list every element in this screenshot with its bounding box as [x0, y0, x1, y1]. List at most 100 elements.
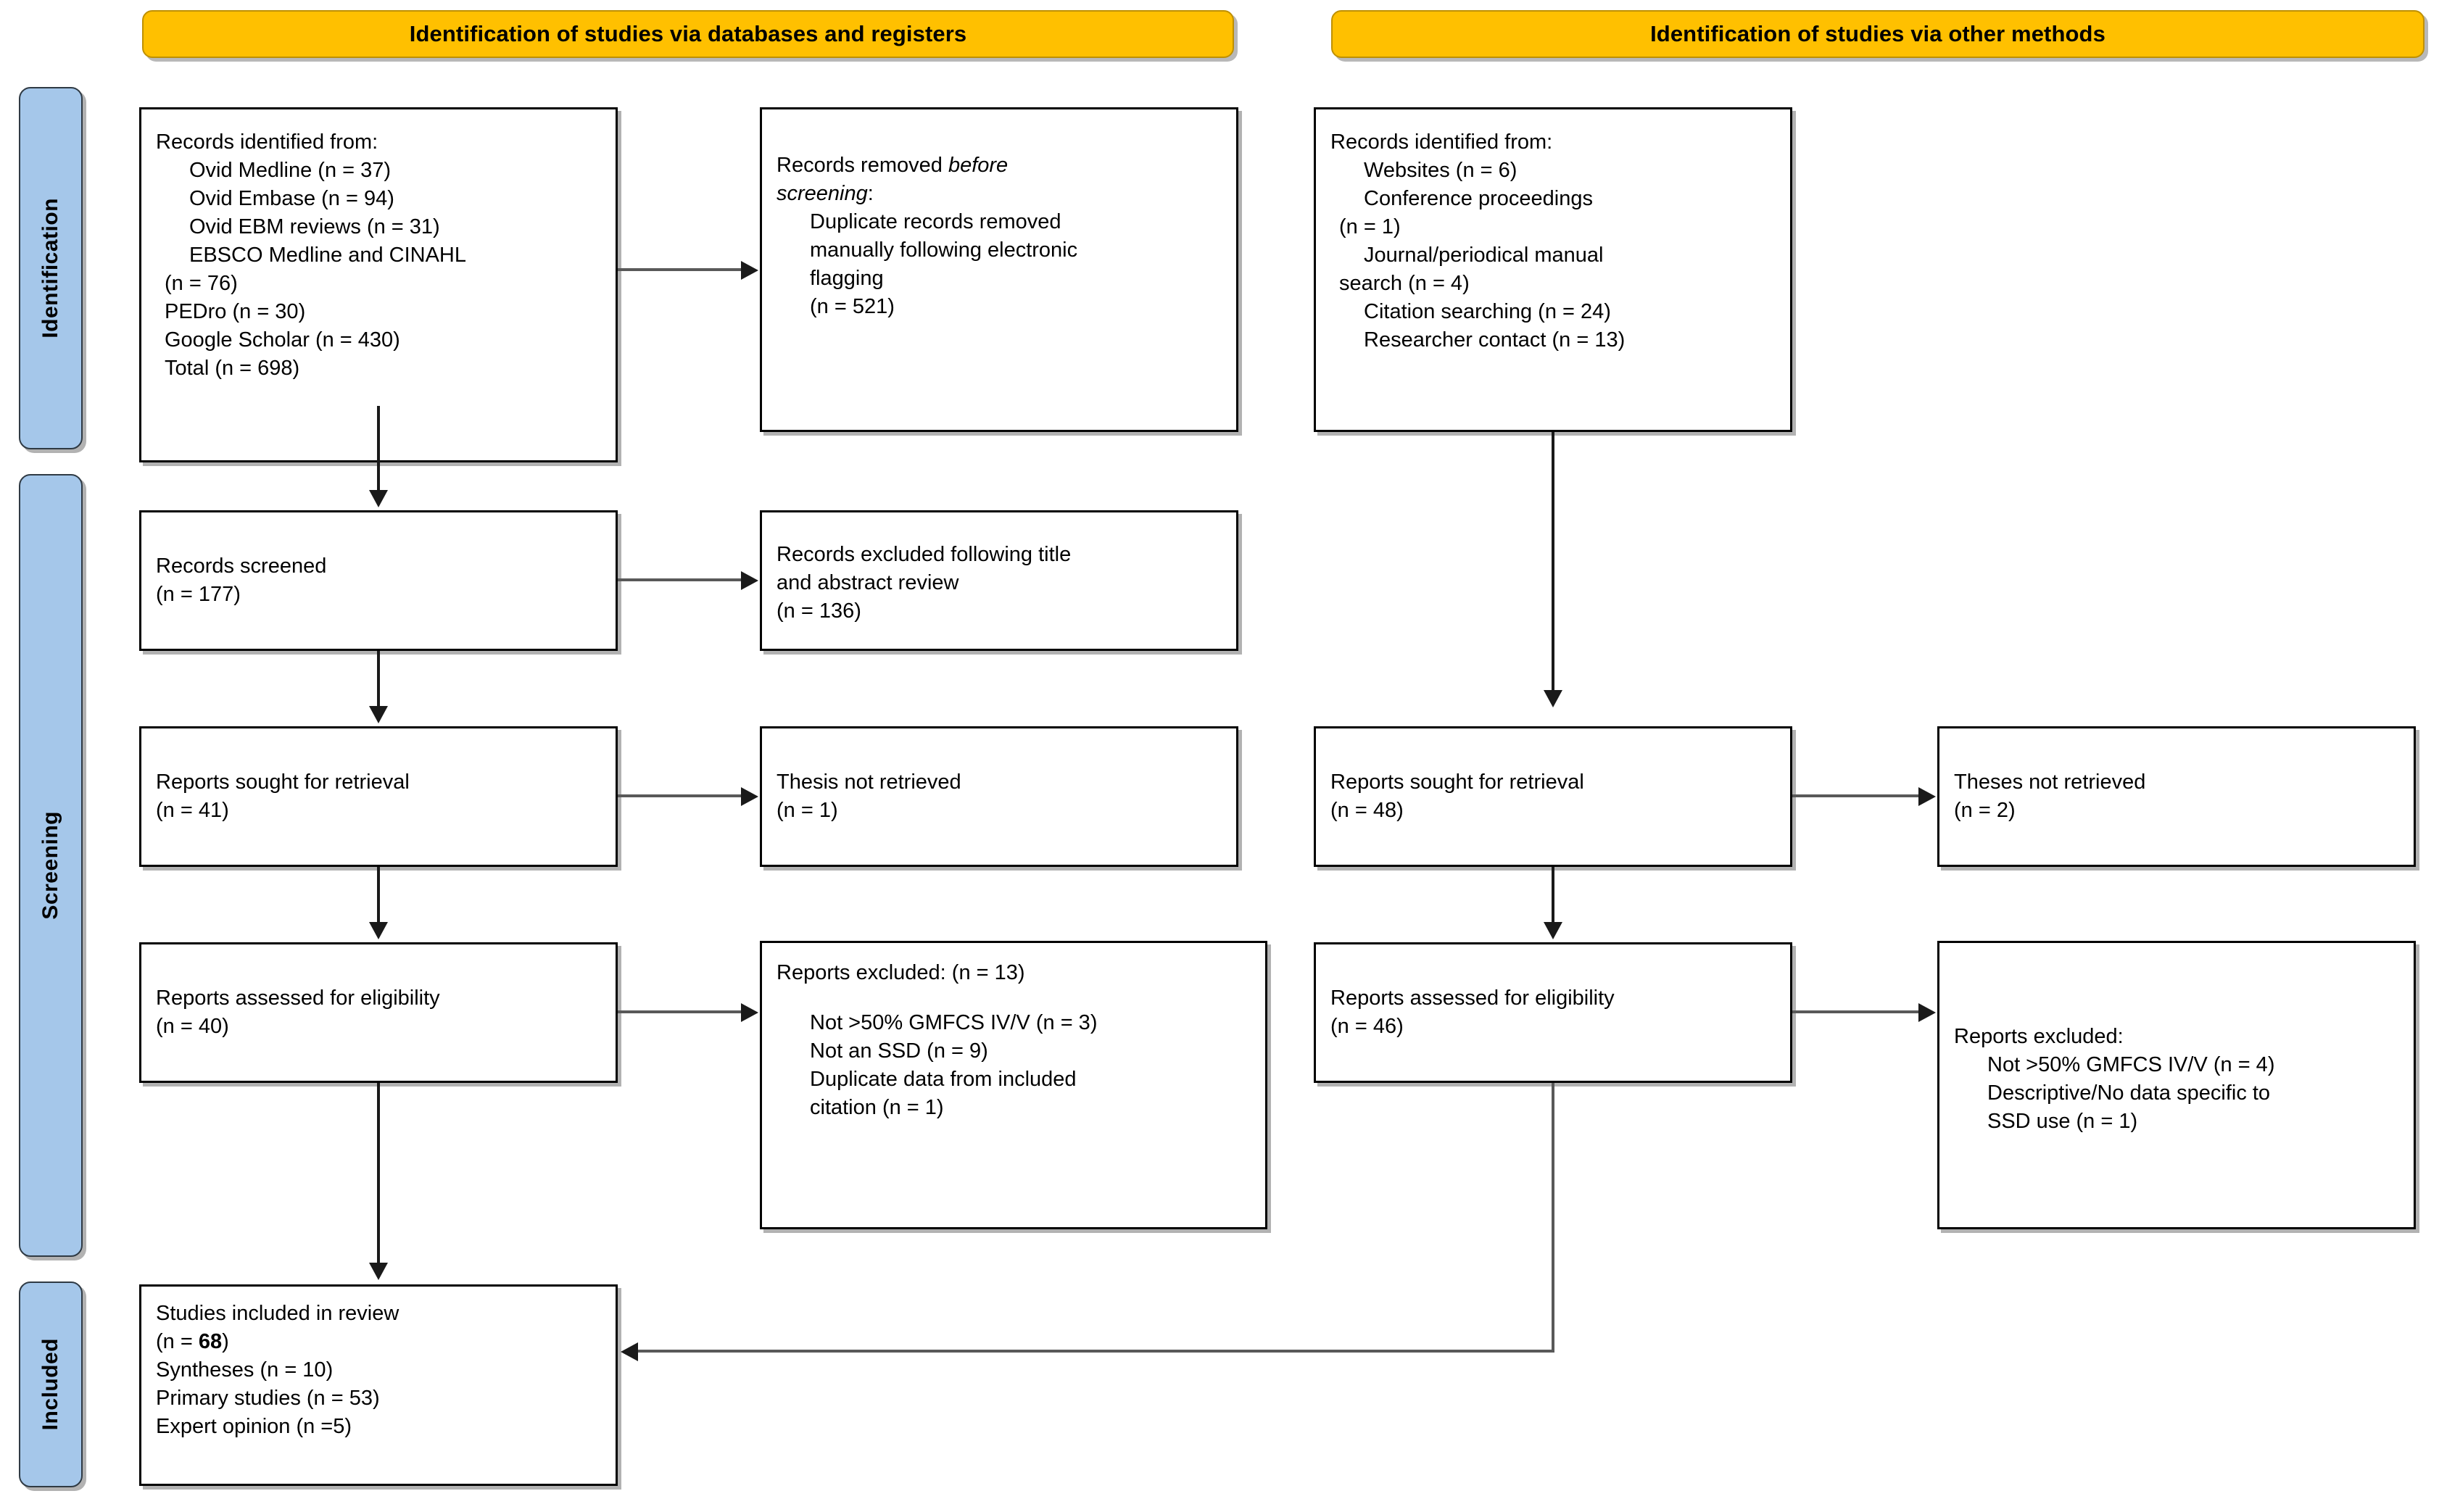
records-removed-line2-plain: : [867, 182, 874, 205]
banner-other-methods-label: Identification of studies via other meth… [1650, 21, 2105, 46]
arrowhead-identified-to-screened [369, 490, 388, 507]
records-excluded-line2: and abstract review [777, 570, 959, 594]
arrowhead-otherassessed-to-otherexcluded [1918, 1003, 1936, 1022]
records-removed-line1-italic: before [948, 154, 1009, 177]
box-reports-excluded-other: Reports excluded: Not >50% GMFCS IV/V (n… [1937, 941, 2416, 1229]
arrowhead-otheridentified-to-othersought [1544, 690, 1562, 707]
arrowhead-screened-to-excluded [741, 571, 758, 590]
records-excluded-line1: Records excluded following title [777, 542, 1072, 566]
records-identified-item-1: Ovid Embase (n = 94) [189, 187, 394, 210]
thesis-not-retrieved-line2: (n = 1) [777, 799, 838, 822]
connector-identified-to-removed [618, 268, 742, 271]
box-reports-sought-databases: Reports sought for retrieval (n = 41) [139, 726, 618, 867]
box-thesis-not-retrieved: Thesis not retrieved (n = 1) [760, 726, 1238, 867]
connector-sought-to-notretrieved [618, 794, 742, 797]
phase-tab-screening: Screening [19, 474, 83, 1257]
banner-databases-registers-label: Identification of studies via databases … [409, 21, 967, 46]
records-identified-item-6: Google Scholar (n = 430) [165, 328, 400, 352]
records-screened-line1: Records screened [156, 554, 327, 578]
reports-sought-db-line2: (n = 41) [156, 799, 229, 822]
reports-excluded-other-item-1: Descriptive/No data specific to [1987, 1081, 2271, 1105]
studies-included-line2-post: ) [222, 1330, 229, 1353]
phase-tab-identification: Identification [19, 87, 83, 449]
reports-excluded-other-item-0: Not >50% GMFCS IV/V (n = 4) [1987, 1053, 2275, 1076]
arrowhead-othersought-to-notretrieved [1918, 787, 1936, 806]
box-records-screened: Records screened (n = 177) [139, 510, 618, 651]
arrowhead-otherassessed-to-included [621, 1342, 638, 1361]
other-identified-item-4: search (n = 4) [1339, 272, 1470, 295]
connector-otheridentified-to-othersought [1552, 432, 1554, 691]
records-removed-line2: screening: [777, 180, 1222, 208]
connector-assessed-to-excluded [618, 1010, 742, 1013]
reports-assessed-other-line2: (n = 46) [1330, 1015, 1404, 1038]
connector-othersought-to-notretrieved [1792, 794, 1921, 797]
reports-sought-db-line1: Reports sought for retrieval [156, 770, 410, 794]
other-identified-item-2: (n = 1) [1339, 215, 1401, 238]
connector-screened-to-excluded [618, 578, 742, 581]
thesis-not-retrieved-line1: Thesis not retrieved [777, 770, 961, 794]
studies-included-line2: (n = 68) [156, 1328, 601, 1356]
reports-excluded-db-item-2: Duplicate data from included [810, 1068, 1077, 1091]
records-identified-item-7: Total (n = 698) [165, 357, 300, 380]
records-identified-heading: Records identified from: [156, 130, 378, 154]
theses-not-retrieved-line2: (n = 2) [1954, 799, 2016, 822]
other-identified-item-1: Conference proceedings [1364, 187, 1593, 210]
studies-included-line4: Primary studies (n = 53) [156, 1387, 380, 1410]
reports-assessed-other-line1: Reports assessed for eligibility [1330, 986, 1615, 1010]
other-identified-item-0: Websites (n = 6) [1364, 159, 1517, 182]
records-removed-item-0: Duplicate records removed [810, 210, 1061, 233]
records-identified-item-5: PEDro (n = 30) [165, 300, 306, 323]
reports-sought-other-line1: Reports sought for retrieval [1330, 770, 1584, 794]
studies-included-line3: Syntheses (n = 10) [156, 1358, 334, 1382]
studies-included-total: 68 [198, 1330, 223, 1353]
phase-tab-included: Included [19, 1282, 83, 1487]
phase-tab-screening-label: Screening [38, 811, 62, 920]
connector-otherassessed-to-included-vertical [1552, 1083, 1554, 1353]
box-records-removed-before-screening: Records removed before screening: Duplic… [760, 107, 1238, 432]
connector-otherassessed-to-otherexcluded [1792, 1010, 1921, 1013]
records-removed-item-3: (n = 521) [810, 295, 895, 318]
box-studies-included: Studies included in review (n = 68) Synt… [139, 1284, 618, 1486]
records-removed-item-2: flagging [810, 267, 884, 290]
records-removed-line1: Records removed before [777, 151, 1222, 180]
reports-assessed-db-line2: (n = 40) [156, 1015, 229, 1038]
reports-excluded-db-heading: Reports excluded: (n = 13) [777, 961, 1025, 984]
records-identified-item-3: EBSCO Medline and CINAHL [189, 244, 466, 267]
records-identified-item-2: Ovid EBM reviews (n = 31) [189, 215, 440, 238]
arrowhead-screened-to-sought [369, 706, 388, 723]
studies-included-line2-pre: (n = [156, 1330, 199, 1353]
arrowhead-assessed-to-included [369, 1263, 388, 1280]
box-reports-sought-other: Reports sought for retrieval (n = 48) [1314, 726, 1792, 867]
arrowhead-sought-to-assessed [369, 922, 388, 939]
banner-databases-registers: Identification of studies via databases … [142, 10, 1234, 58]
reports-excluded-db-spacer [777, 987, 1251, 1009]
arrowhead-assessed-to-excluded [741, 1003, 758, 1022]
box-reports-excluded-databases: Reports excluded: (n = 13) Not >50% GMFC… [760, 941, 1267, 1229]
connector-assessed-to-included [377, 1083, 380, 1264]
connector-identified-to-screened [377, 406, 380, 493]
box-reports-assessed-other: Reports assessed for eligibility (n = 46… [1314, 942, 1792, 1083]
box-theses-not-retrieved: Theses not retrieved (n = 2) [1937, 726, 2416, 867]
other-identified-heading: Records identified from: [1330, 130, 1553, 154]
banner-other-methods: Identification of studies via other meth… [1331, 10, 2424, 58]
studies-included-line5: Expert opinion (n =5) [156, 1415, 352, 1438]
reports-excluded-db-item-0: Not >50% GMFCS IV/V (n = 3) [810, 1011, 1098, 1034]
reports-excluded-other-item-2: SSD use (n = 1) [1987, 1110, 2138, 1133]
studies-included-line1: Studies included in review [156, 1302, 399, 1325]
records-removed-line1-plain: Records removed [777, 154, 948, 177]
arrowhead-sought-to-notretrieved [741, 787, 758, 806]
connector-sought-to-assessed [377, 867, 380, 925]
connector-othersought-to-otherassessed [1552, 867, 1554, 925]
arrowhead-identified-to-removed [741, 261, 758, 280]
phase-tab-included-label: Included [38, 1338, 62, 1431]
records-identified-item-4: (n = 76) [165, 272, 238, 295]
records-identified-item-0: Ovid Medline (n = 37) [189, 159, 392, 182]
box-records-identified-databases: Records identified from: Ovid Medline (n… [139, 107, 618, 462]
reports-sought-other-line2: (n = 48) [1330, 799, 1404, 822]
box-records-excluded-title-abstract: Records excluded following title and abs… [760, 510, 1238, 651]
theses-not-retrieved-line1: Theses not retrieved [1954, 770, 2146, 794]
reports-excluded-db-item-1: Not an SSD (n = 9) [810, 1039, 988, 1063]
records-excluded-line3: (n = 136) [777, 599, 861, 623]
box-reports-assessed-databases: Reports assessed for eligibility (n = 40… [139, 942, 618, 1083]
